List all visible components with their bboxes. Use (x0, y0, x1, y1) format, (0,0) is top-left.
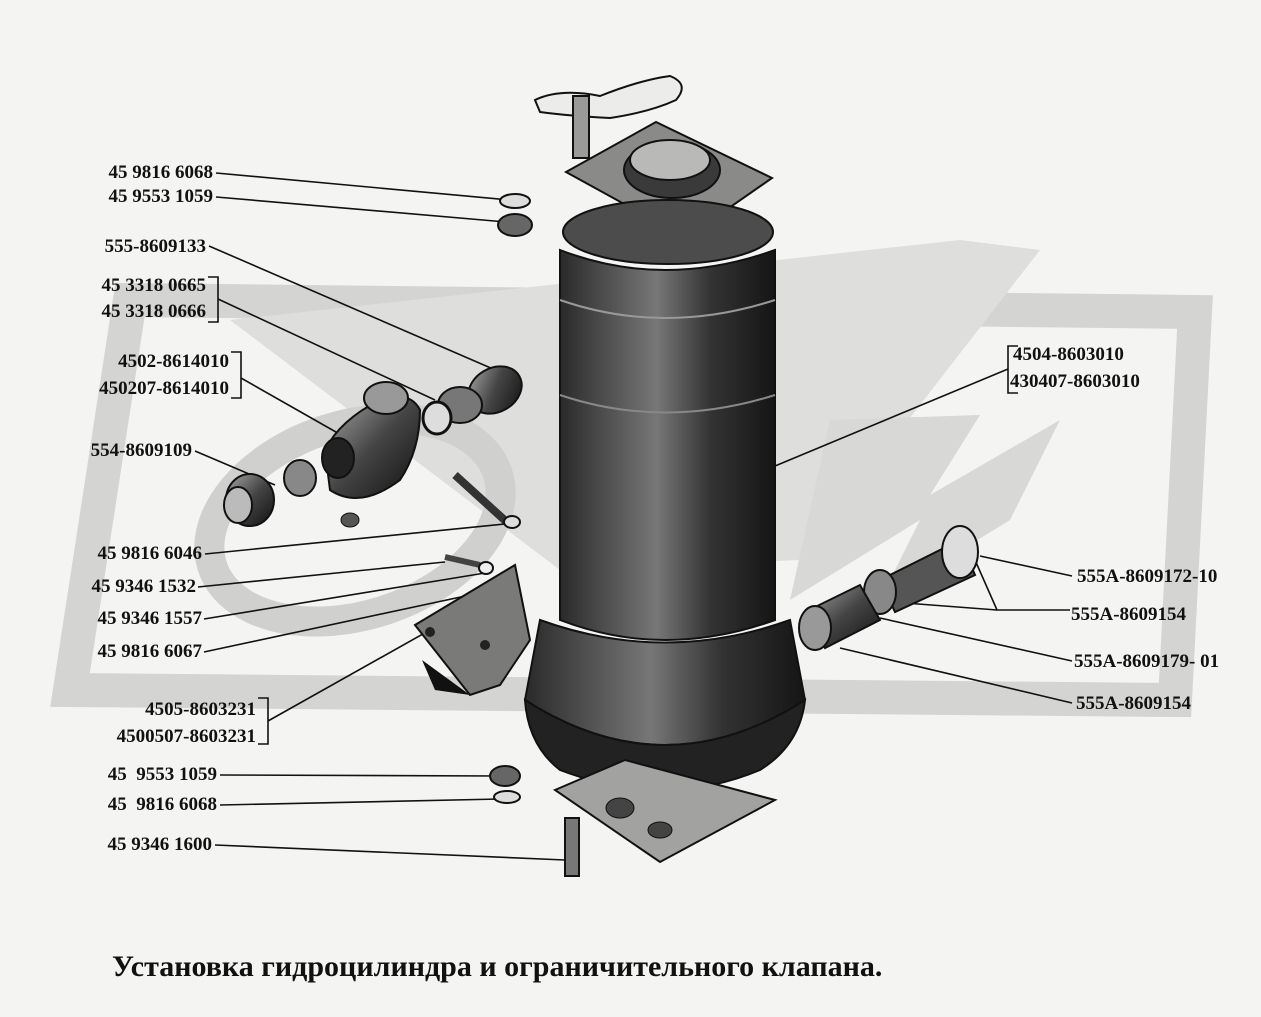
part-number-label: 430407-8603010 (1010, 371, 1140, 392)
part-number-label: 555-8609133 (104, 236, 206, 257)
part-number-label: 45 9553 1059 (108, 186, 214, 207)
part-number-label: 45 3318 0666 (101, 301, 207, 322)
fasteners (444, 193, 580, 877)
figure-caption: Установка гидроцилиндра и ограничительно… (112, 950, 883, 983)
part-number-label: 4504-8603010 (1013, 344, 1124, 365)
part-number-label: 45 9346 1557 (97, 608, 203, 629)
part-number-label: 555A-8609154 (1071, 604, 1187, 625)
part-number-label: 45 9816 6068 (107, 794, 217, 815)
part-number-label: 450207-8614010 (99, 378, 229, 399)
part-number-label: 555A-8609154 (1076, 693, 1192, 714)
part-number-label: 4505-8603231 (145, 699, 256, 720)
limiting-valve-assembly (223, 365, 523, 528)
part-number-label: 45 9816 6046 (97, 543, 203, 564)
part-number-label: 555A-8609172-10 (1077, 566, 1218, 587)
part-number-label: 4502-8614010 (118, 351, 229, 372)
part-number-label: 554-8609109 (90, 440, 192, 461)
part-number-label: 45 9346 1532 (91, 576, 197, 597)
mounting-bracket (413, 563, 532, 697)
part-number-label: 555A-8609179- 01 (1074, 651, 1220, 672)
part-number-label: 45 9816 6067 (97, 641, 203, 662)
part-number-label: 45 3318 0665 (101, 275, 207, 296)
part-number-label: 45 9346 1600 (107, 834, 213, 855)
hydraulic-cylinder (523, 74, 807, 864)
part-number-label: 45 9816 6068 (108, 162, 214, 183)
right-fitting (798, 525, 979, 651)
leader-lines (194, 172, 1073, 861)
part-number-label: 4500507-8603231 (116, 726, 256, 747)
part-number-label: 45 9553 1059 (107, 764, 217, 785)
